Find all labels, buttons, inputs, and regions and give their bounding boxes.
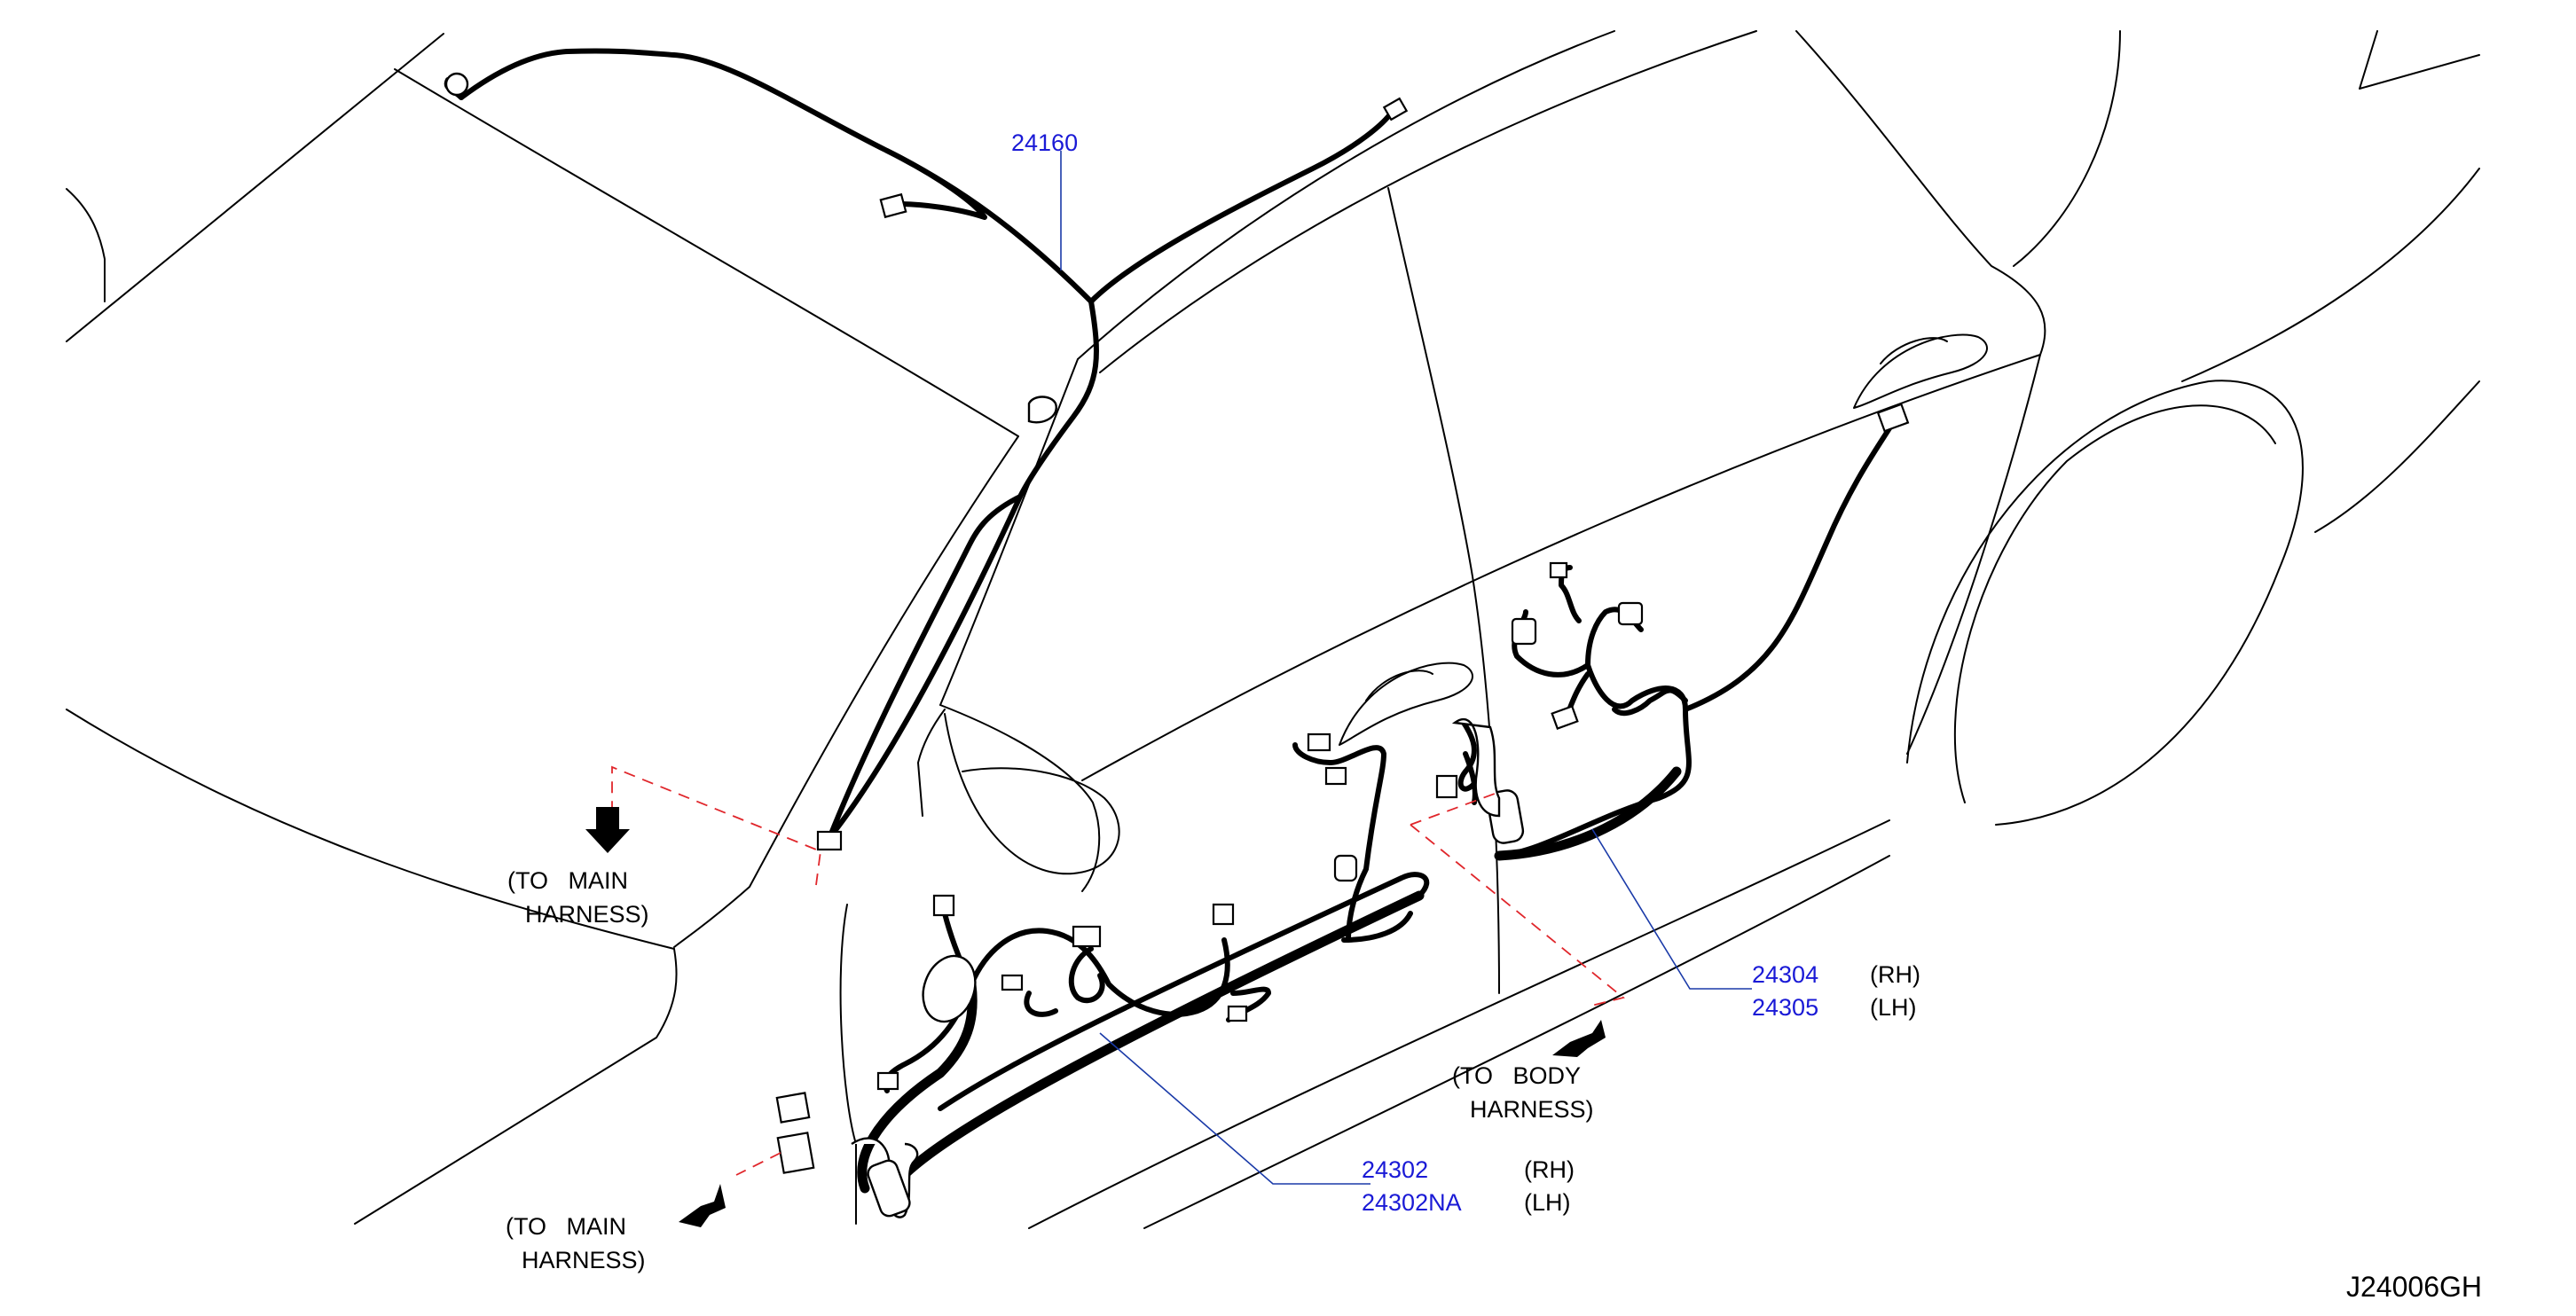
front-door-connector-3-icon	[1001, 974, 1024, 991]
front-door-connector-7-icon	[1333, 854, 1358, 882]
front-door-main-connector-2-icon	[776, 1132, 815, 1174]
rear-door-side-rh: (RH)	[1870, 961, 1920, 988]
roof-harness-part-number: 24160	[1011, 129, 1078, 156]
front-door-part-number-lh: 24302NA	[1362, 1189, 1462, 1216]
note-main-harness-upper-line1: (TO MAIN	[507, 867, 628, 894]
rear-door-connector-4-icon	[1617, 601, 1644, 626]
note-main-harness-upper-line2: HARNESS)	[525, 901, 649, 928]
front-door-connector-1-icon	[932, 894, 955, 917]
rear-door-connector-2-icon	[1511, 617, 1537, 646]
front-door-handle-connector-2-icon	[1324, 766, 1347, 786]
front-door-side-rh: (RH)	[1524, 1156, 1575, 1183]
roof-harness-clip-connector-icon	[879, 192, 907, 219]
front-door-connector-6-icon	[876, 1071, 899, 1091]
front-door-connector-2-icon	[1072, 925, 1102, 948]
front-door-handle-icon	[1339, 662, 1473, 746]
side-mirror-icon	[944, 713, 1120, 875]
roof-harness[interactable]	[444, 48, 1395, 841]
rear-door-part-number-lh: 24305	[1752, 994, 1818, 1021]
roof-harness-grommet-icon	[444, 72, 469, 97]
rear-door-boot-icon	[1451, 717, 1501, 818]
rear-door-connector-1-icon	[1435, 774, 1458, 799]
vehicle-body-outline	[66, 30, 2480, 1229]
a-pillar-bottom-connector-icon	[816, 830, 843, 851]
rear-door-connector-5-icon	[1551, 705, 1579, 730]
rear-door-side-lh: (LH)	[1870, 994, 1917, 1021]
roof-harness-end-connector-icon	[1382, 97, 1409, 121]
note-main-harness-lower-line2: HARNESS)	[522, 1247, 646, 1273]
front-door-grommet-icon	[922, 954, 977, 1023]
front-door-handle-connector-icon	[1307, 732, 1331, 752]
diagram-code: J24006GH	[2346, 1271, 2482, 1303]
note-body-harness-line2: HARNESS)	[1470, 1096, 1594, 1123]
arrow-to-body-harness-icon	[1552, 1020, 1606, 1057]
front-door-connector-5-icon	[1227, 1005, 1248, 1022]
note-body-harness-line1: (TO BODY	[1452, 1062, 1581, 1089]
front-door-hinge-grommet-icon	[867, 1159, 911, 1218]
front-door-main-connector-icon	[775, 1092, 811, 1124]
routing-dashed-lines	[611, 765, 1625, 1176]
a-pillar-clip-icon	[1027, 396, 1057, 424]
front-door-connector-4-icon	[1212, 903, 1235, 926]
rear-door-part-number-rh: 24304	[1752, 961, 1818, 988]
rear-door-handle-connector-icon	[1876, 403, 1910, 433]
arrow-to-main-harness-upper-icon	[585, 807, 630, 853]
rear-door-handle-icon	[1853, 333, 1988, 409]
front-door-part-number-rh: 24302	[1362, 1156, 1428, 1183]
front-door-side-lh: (LH)	[1524, 1189, 1571, 1216]
leader-lines	[1060, 151, 1752, 1185]
arrow-to-main-harness-lower-icon	[679, 1184, 726, 1227]
rear-door-connector-3-icon	[1549, 561, 1568, 579]
note-main-harness-lower-line1: (TO MAIN	[506, 1213, 626, 1240]
